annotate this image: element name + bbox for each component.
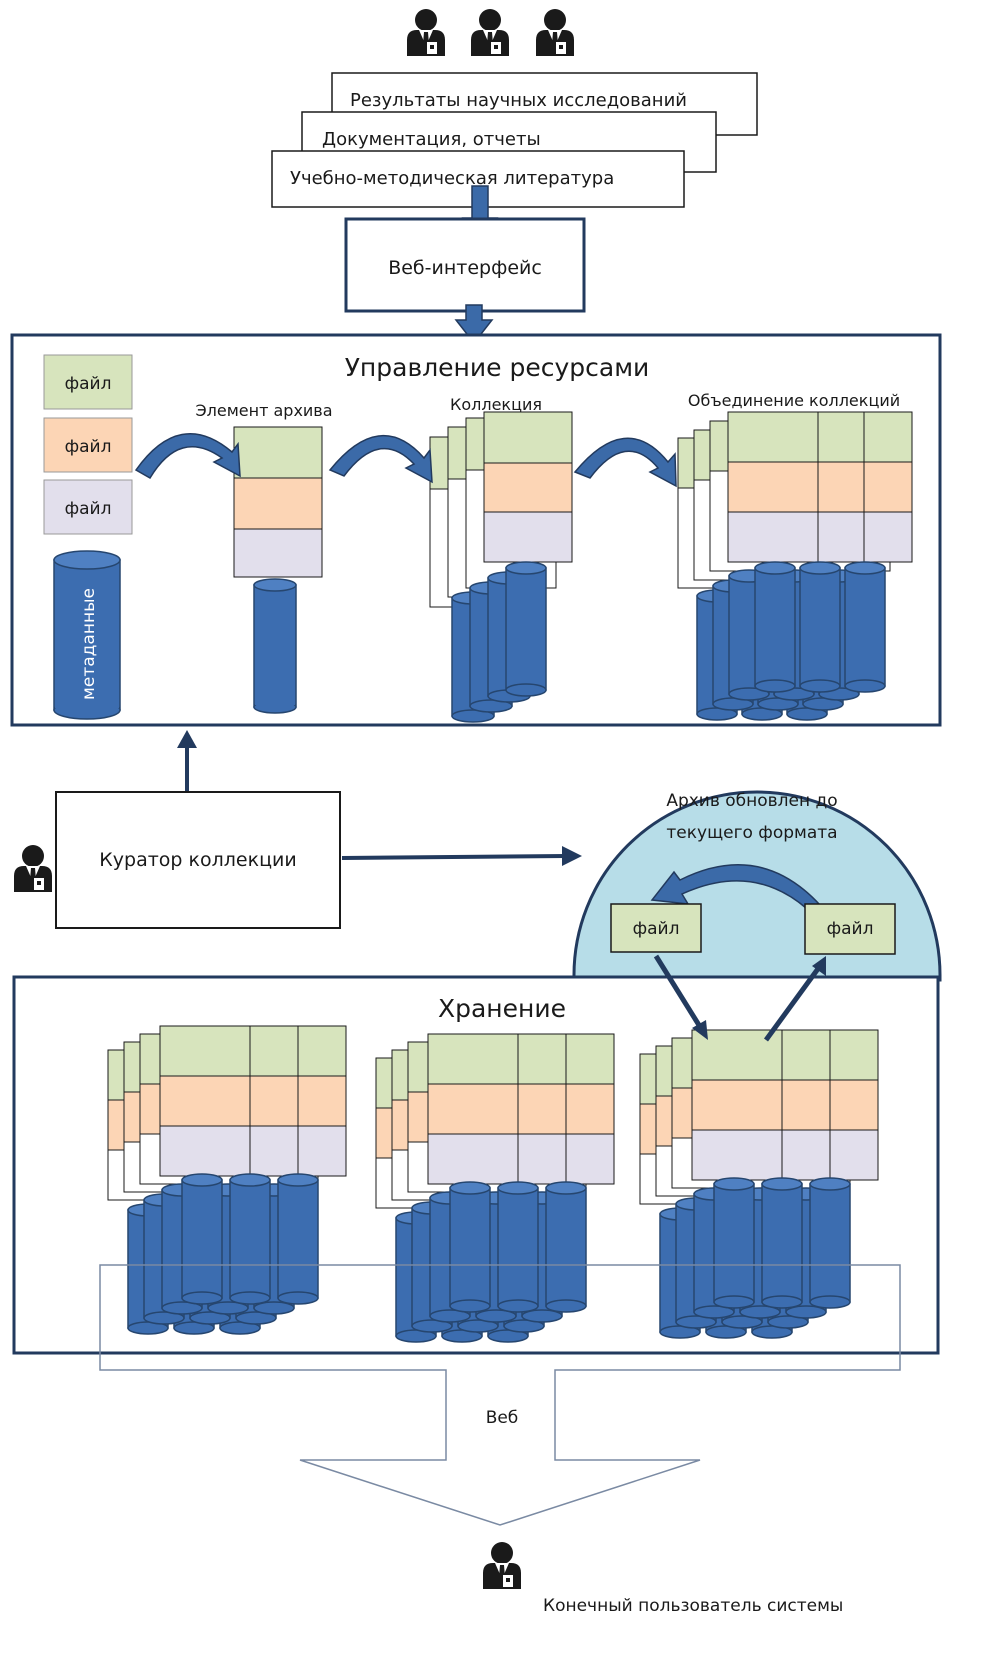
document-stack: Результаты научных исследований Документ… — [271, 72, 758, 208]
collection-label: Коллекция — [450, 395, 542, 414]
storage-title: Хранение — [438, 994, 566, 1023]
archive-element-cylinder-icon — [253, 578, 297, 714]
collections-union-label: Объединение коллекций — [688, 391, 900, 410]
doc-teaching-literature: Учебно-методическая литература — [290, 168, 614, 189]
web-label: Веб — [486, 1408, 519, 1428]
collections-union-stack — [677, 411, 913, 589]
flow-arrow-down-icon — [454, 304, 494, 345]
authors-group — [407, 9, 574, 56]
storage-cylinders-icon — [395, 1181, 587, 1343]
resource-management-panel: Управление ресурсами файл файл файл мета… — [10, 333, 942, 727]
metadata-cylinder-icon — [53, 550, 121, 720]
collection-cylinders-icon — [451, 561, 547, 723]
curved-arrow-icon — [573, 437, 677, 488]
arrow-right-head-icon — [562, 846, 582, 866]
curved-arrow-icon — [328, 435, 433, 484]
arrow-up-head-icon — [177, 730, 197, 748]
web-funnel-arrow — [99, 1264, 901, 1526]
person-icon — [471, 9, 509, 56]
arrow-down-to-storage-icon — [653, 954, 705, 1032]
migration-curved-arrow-icon — [650, 864, 822, 909]
archive-element-stack — [233, 426, 323, 578]
migration-file-left — [610, 903, 702, 953]
doc-research-results: Результаты научных исследований — [350, 90, 687, 111]
arrow-up-head-icon — [812, 956, 826, 976]
file-label-orange: файл — [65, 437, 112, 457]
arrow-down-head-icon — [692, 1020, 708, 1040]
storage-cylinders-icon — [127, 1173, 319, 1335]
storage-group-2 — [375, 1033, 615, 1343]
file-label-green: файл — [65, 374, 112, 394]
end-user-person-icon — [483, 1542, 521, 1589]
arrow-up-from-storage-icon — [763, 964, 823, 1042]
storage-cylinders-icon — [659, 1177, 851, 1339]
web-interface-label: Веб-интерфейс — [388, 257, 542, 279]
doc-documentation-reports: Документация, отчеты — [322, 129, 541, 150]
migration-file-right — [804, 903, 896, 955]
web-interface-box — [344, 217, 586, 313]
resource-management-title: Управление ресурсами — [345, 353, 650, 382]
person-icon — [536, 9, 574, 56]
file-label-lavender: файл — [65, 499, 112, 519]
collections-union-cylinders-icon — [696, 561, 886, 721]
migration-text-line1: Архив обновлен до — [666, 791, 837, 811]
curved-arrow-icon — [134, 432, 241, 480]
end-user-label: Конечный пользователь системы — [543, 1596, 843, 1616]
storage-group-1 — [107, 1025, 347, 1335]
migration-file-left-label: файл — [633, 919, 680, 939]
archive-element-label: Элемент архива — [195, 401, 332, 420]
person-icon — [407, 9, 445, 56]
metadata-label: метаданные — [79, 588, 99, 700]
migration-text-line2: текущего формата — [666, 823, 837, 843]
storage-group-3 — [639, 1029, 879, 1339]
arrow-right-icon — [341, 854, 567, 860]
curator-label: Куратор коллекции — [99, 849, 296, 871]
curator-person-icon — [14, 845, 52, 892]
migration-file-right-label: файл — [827, 919, 874, 939]
curator-box — [55, 791, 341, 929]
